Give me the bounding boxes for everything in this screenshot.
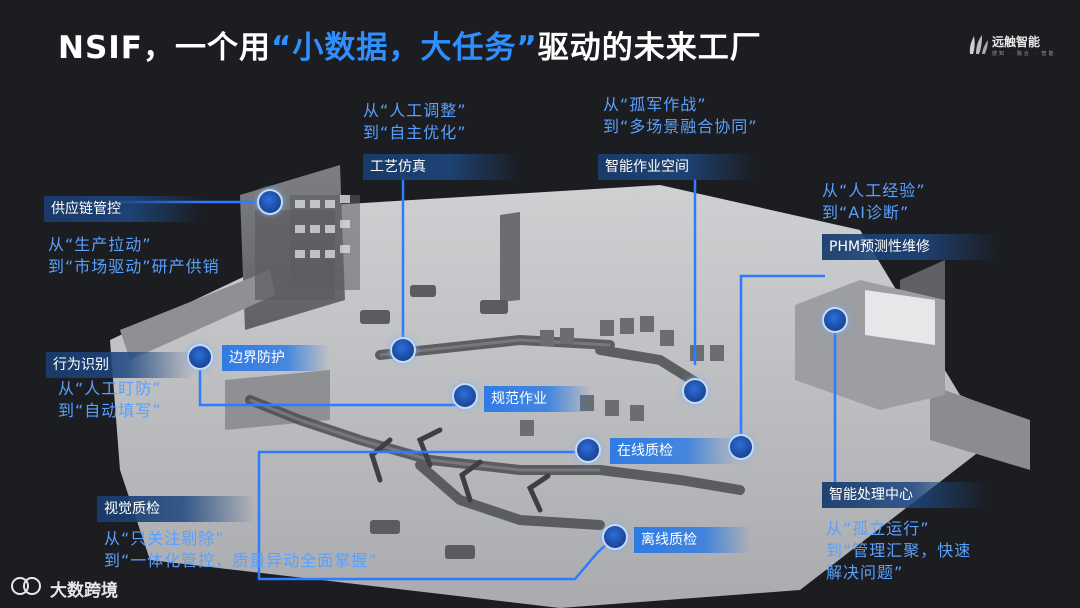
standard-label: 规范作业 <box>484 386 591 412</box>
phm-marker <box>822 307 848 333</box>
brand-logo-icon <box>8 574 48 598</box>
process-sim-marker <box>390 337 416 363</box>
phm-desc: 从“人工经验” 到“AI诊断” <box>822 180 926 224</box>
process-sim-desc: 从“人工调整” 到“自主优化” <box>363 100 467 144</box>
offline-qc-label: 离线质检 <box>634 527 751 553</box>
behavior-desc: 从“人工盯防” 到“自动填写” <box>58 378 162 422</box>
processing-center-label: 智能处理中心 <box>822 482 989 508</box>
standard-marker <box>452 383 478 409</box>
behavior-label: 行为识别 <box>46 352 193 378</box>
process-sim-label: 工艺仿真 <box>363 154 520 180</box>
online-qc-label: 在线质检 <box>610 438 737 464</box>
offline-qc-marker <box>602 524 628 550</box>
visual-qc-desc: 从“只关注剔除” 到“一体化管控，质量异动全面掌握” <box>104 528 378 572</box>
supply-chain-label: 供应链管控 <box>44 196 201 222</box>
boundary-label: 边界防护 <box>222 345 329 371</box>
smart-space-label: 智能作业空间 <box>598 154 755 180</box>
smart-space-desc: 从“孤军作战” 到“多场景融合协同” <box>603 94 758 138</box>
processing-center-desc: 从“孤立运行” 到“管理汇聚，快速 解决问题” <box>826 518 971 584</box>
smart-space-marker <box>682 378 708 404</box>
brand-name: 大数跨境 <box>50 576 118 601</box>
supply-chain-desc: 从“生产拉动” 到“市场驱动”研产供销 <box>48 234 220 278</box>
online-qc-marker <box>575 437 601 463</box>
visual-qc-label: 视觉质检 <box>97 496 254 522</box>
supply-chain-marker <box>257 189 283 215</box>
phm-label: PHM预测性维修 <box>822 234 999 260</box>
